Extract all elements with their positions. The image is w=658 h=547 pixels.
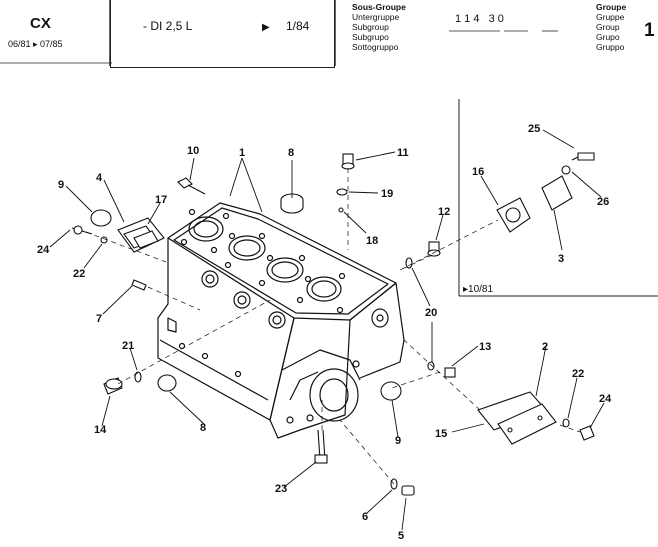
date-range: 06/81 ▸ 07/85 xyxy=(8,39,63,49)
callout-8-bottom: 8 xyxy=(200,422,206,434)
callout-9-left: 9 xyxy=(58,179,64,191)
subgroup-label-de: Untergruppe xyxy=(352,12,400,22)
subgroup-label-fr: Sous-Groupe xyxy=(352,2,406,12)
callout-22-left: 22 xyxy=(73,268,85,280)
group-number: 1 xyxy=(644,20,655,41)
subgroup-label-es: Subgrupo xyxy=(352,32,389,42)
subgroup-labels: Sous-Groupe Untergruppe Subgroup Subgrup… xyxy=(352,2,406,52)
callout-16: 16 xyxy=(472,166,484,178)
callout-24-left: 24 xyxy=(37,244,50,256)
group-label-en: Group xyxy=(596,22,620,32)
callout-7: 7 xyxy=(96,313,102,325)
group-label-fr: Groupe xyxy=(596,2,626,12)
callout-10: 10 xyxy=(187,145,199,157)
callouts: 1 1 8 10 11 19 18 12 25 16 26 3 9 4 17 2… xyxy=(37,123,612,542)
callout-20: 20 xyxy=(425,307,437,319)
callout-17: 17 xyxy=(155,194,167,206)
callout-9-right: 9 xyxy=(395,435,401,447)
callout-25: 25 xyxy=(528,123,540,135)
group-labels: Groupe Gruppe Group Grupo Gruppo xyxy=(596,2,626,52)
callout-19: 19 xyxy=(381,188,393,200)
callout-3: 3 xyxy=(558,253,564,265)
callout-4: 4 xyxy=(96,172,103,184)
inset-frame xyxy=(458,99,658,297)
callout-22-right: 22 xyxy=(572,368,584,380)
group-label-de: Gruppe xyxy=(596,12,625,22)
callout-21: 21 xyxy=(122,340,134,352)
callout-2: 2 xyxy=(542,341,548,353)
group-label-es: Grupo xyxy=(596,32,620,42)
callout-14: 14 xyxy=(94,424,107,436)
group-label-it: Gruppo xyxy=(596,42,625,52)
callout-26: 26 xyxy=(597,196,609,208)
model-label: CX xyxy=(30,15,51,32)
callout-12: 12 xyxy=(438,206,450,218)
assembly-axes xyxy=(85,168,581,485)
subgroup-label-en: Subgroup xyxy=(352,22,389,32)
callout-24-right: 24 xyxy=(599,393,612,405)
callout-1a: 1 xyxy=(239,147,245,159)
callout-18: 18 xyxy=(366,235,378,247)
engine-label: - DI 2,5 L xyxy=(143,19,193,33)
callout-23: 23 xyxy=(275,483,287,495)
callout-11: 11 xyxy=(397,147,409,159)
callout-15: 15 xyxy=(435,428,447,440)
callout-6: 6 xyxy=(362,511,368,523)
loose-parts xyxy=(71,152,595,496)
subgroup-number: 1 1 4 3 0 xyxy=(455,13,504,25)
leader-lines xyxy=(49,129,605,531)
callout-8-top: 8 xyxy=(288,147,294,159)
callout-5: 5 xyxy=(398,530,404,542)
engine-block xyxy=(157,202,405,439)
subgroup-label-it: Sottogruppo xyxy=(352,42,399,52)
callout-13: 13 xyxy=(479,341,491,353)
inset-label: ▸10/81 xyxy=(463,284,493,295)
plate-number: 1/84 xyxy=(286,19,310,33)
plate-marker: ▶ xyxy=(262,22,270,33)
